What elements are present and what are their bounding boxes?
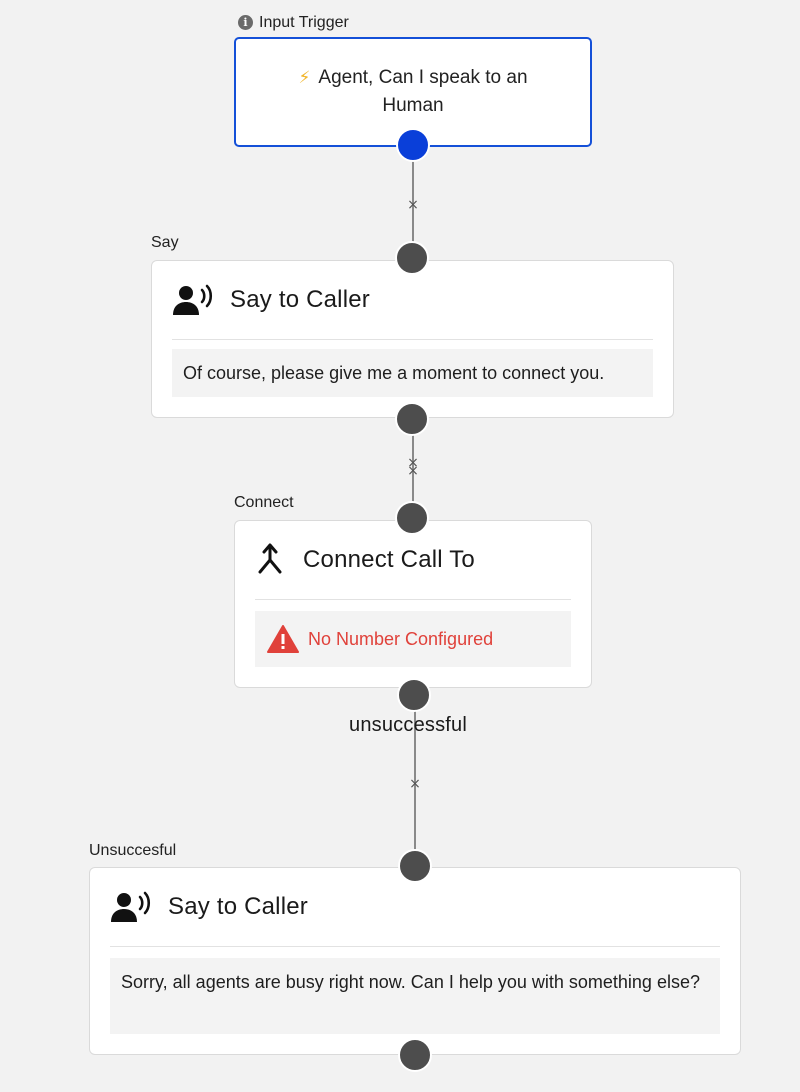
lightning-bolt-icon: ⚡ (298, 68, 311, 88)
connect-input-node[interactable] (395, 501, 429, 535)
warning-triangle-icon (266, 624, 300, 654)
no-number-warning: No Number Configured (255, 611, 571, 667)
trigger-output-node[interactable] (396, 128, 430, 162)
connector-trigger-to-say (412, 146, 414, 258)
say-input-node[interactable] (395, 241, 429, 275)
say-to-caller-card[interactable]: Say to Caller Of course, please give me … (151, 260, 674, 418)
unsuccessful-card-header: Say to Caller (110, 868, 720, 947)
remove-connection-icon[interactable]: × (407, 455, 419, 471)
connect-call-card[interactable]: Connect Call To No Number Configured (234, 520, 592, 688)
merge-arrow-icon (255, 540, 291, 580)
input-trigger-label: i Input Trigger (238, 14, 349, 32)
connect-card-title: Connect Call To (303, 546, 475, 573)
say-card-title: Say to Caller (230, 286, 370, 313)
connector-connect-to-unsuccessful (414, 696, 416, 866)
unsuccessful-say-card[interactable]: Say to Caller Sorry, all agents are busy… (89, 867, 741, 1055)
connect-card-header: Connect Call To (255, 521, 571, 600)
connect-step-label: Connect (234, 494, 294, 511)
trigger-text: ⚡ Agent, Can I speak to an Human (276, 64, 550, 120)
input-trigger-label-text: Input Trigger (259, 14, 349, 31)
remove-connection-icon[interactable]: × (407, 463, 419, 479)
unsuccessful-step-label: Unsuccesful (89, 842, 177, 859)
remove-connection-icon[interactable]: × (409, 776, 421, 792)
connector-say-to-connect (412, 418, 414, 518)
speaking-person-icon (172, 280, 218, 320)
trigger-phrase: Agent, Can I speak to an Human (318, 67, 528, 116)
say-step-label: Say (151, 234, 179, 251)
say-message: Of course, please give me a moment to co… (172, 349, 653, 397)
unsuccessful-branch-label: unsuccessful (349, 714, 468, 736)
say-output-node[interactable] (395, 402, 429, 436)
unsuccessful-card-title: Say to Caller (168, 893, 308, 920)
remove-connection-icon[interactable]: × (407, 197, 419, 213)
info-icon[interactable]: i (238, 15, 253, 30)
unsuccessful-output-node[interactable] (398, 1038, 432, 1072)
speaking-person-icon (110, 887, 156, 927)
connect-output-node[interactable] (397, 678, 431, 712)
unsuccessful-input-node[interactable] (398, 849, 432, 883)
say-card-header: Say to Caller (172, 261, 653, 340)
warning-text: No Number Configured (308, 629, 494, 649)
unsuccessful-message: Sorry, all agents are busy right now. Ca… (110, 958, 720, 1034)
